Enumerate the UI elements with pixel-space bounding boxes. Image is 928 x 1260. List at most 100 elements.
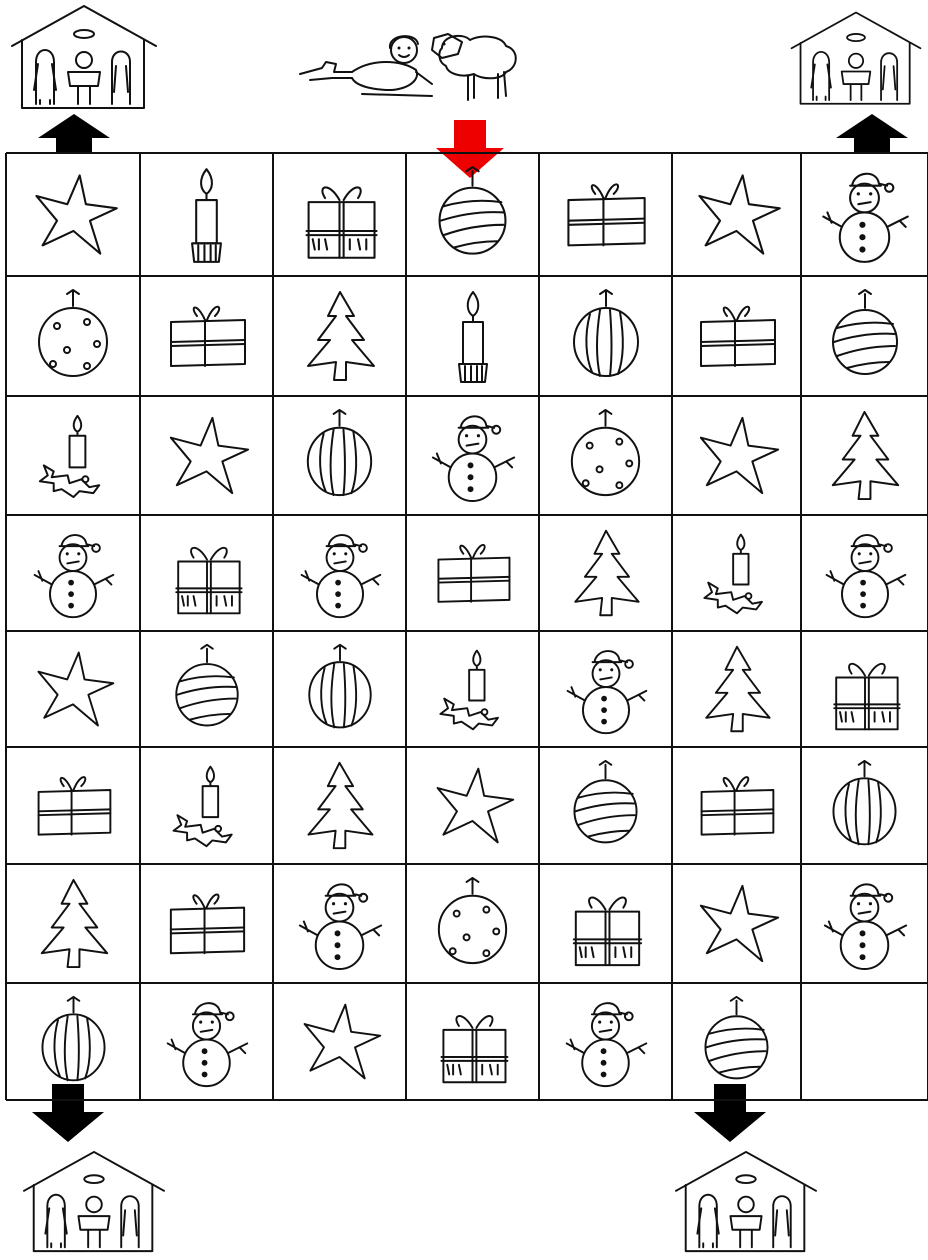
board-cell	[801, 631, 928, 747]
star-icon	[25, 641, 121, 737]
top-left-arrow	[38, 114, 110, 154]
board-cell	[6, 515, 140, 631]
gift-tall-icon	[556, 874, 655, 973]
snowman-icon	[558, 641, 654, 737]
board-cell	[406, 396, 539, 515]
stable-bottom-right	[670, 1150, 822, 1255]
board-cell	[140, 864, 273, 983]
board-cell	[672, 983, 801, 1100]
board-cell	[273, 983, 406, 1100]
star-icon	[291, 993, 388, 1090]
board-cell	[406, 153, 539, 276]
board-cell	[801, 515, 928, 631]
board-cell	[539, 153, 672, 276]
candle-holly-icon	[425, 641, 521, 737]
arrow-up-icon	[38, 114, 110, 154]
board-cell	[406, 747, 539, 864]
board-cell	[672, 631, 801, 747]
bauble-swirl-icon	[688, 993, 785, 1090]
star-icon	[22, 163, 125, 266]
board-cell	[273, 153, 406, 276]
board-cell	[406, 276, 539, 396]
bauble-stripes-icon	[25, 993, 122, 1090]
candle-holly-icon	[24, 406, 123, 505]
board-cell	[6, 983, 140, 1100]
gift-wide-icon	[157, 286, 257, 386]
board-cell	[6, 747, 140, 864]
snowman-icon	[817, 525, 913, 621]
candle-holly-icon	[158, 757, 255, 854]
board-cell	[539, 983, 672, 1100]
board-cell	[6, 153, 140, 276]
snowman-icon	[25, 525, 121, 621]
top-right-arrow	[836, 114, 908, 154]
board-cell	[672, 747, 801, 864]
board-cell	[140, 631, 273, 747]
board-cell	[801, 153, 928, 276]
board-cell	[140, 515, 273, 631]
tree-icon	[689, 641, 785, 737]
board-cell	[539, 396, 672, 515]
nativity-stable-icon	[670, 1150, 822, 1255]
board-cell	[273, 515, 406, 631]
board-cell	[672, 396, 801, 515]
board-cell	[140, 747, 273, 864]
board-cell	[406, 631, 539, 747]
board-cell	[672, 515, 801, 631]
nativity-stable-icon	[18, 1150, 170, 1255]
snowman-icon	[423, 406, 522, 505]
board-cell	[406, 515, 539, 631]
snowman-icon	[290, 874, 389, 973]
shepherd-and-sheep-icon	[292, 28, 524, 108]
board-cell	[273, 747, 406, 864]
candle-holly-icon	[689, 525, 785, 621]
stable-bottom-left	[18, 1150, 170, 1255]
board-cell	[672, 153, 801, 276]
bauble-dots-icon	[23, 286, 123, 386]
bauble-stripes-icon	[290, 406, 389, 505]
board-cell	[140, 153, 273, 276]
board-cell	[140, 276, 273, 396]
board-cell	[801, 396, 928, 515]
board-cell	[6, 631, 140, 747]
arrow-up-icon	[836, 114, 908, 154]
board-cell	[6, 864, 140, 983]
board-cell	[539, 747, 672, 864]
bauble-stripes-icon	[556, 286, 656, 386]
game-board	[6, 153, 928, 1100]
star-icon	[424, 757, 521, 854]
board-cell	[406, 864, 539, 983]
bauble-swirl-icon	[557, 757, 654, 854]
board-cell	[801, 747, 928, 864]
board-cell	[539, 631, 672, 747]
board-cell	[539, 864, 672, 983]
board-cell	[6, 276, 140, 396]
board-cell	[539, 276, 672, 396]
tree-icon	[558, 525, 654, 621]
gift-wide-icon	[25, 757, 122, 854]
gift-wide-icon	[425, 525, 521, 621]
board-cell	[273, 276, 406, 396]
board-cell	[801, 864, 928, 983]
snowman-icon	[815, 874, 914, 973]
bauble-swirl-icon	[159, 641, 255, 737]
star-icon	[685, 163, 788, 266]
bauble-stripes-icon	[292, 641, 388, 737]
gift-wide-icon	[687, 286, 787, 386]
bauble-swirl-icon	[815, 286, 915, 386]
tree-icon	[290, 286, 390, 386]
tree-icon	[291, 757, 388, 854]
star-icon	[157, 406, 256, 505]
candle-icon	[155, 163, 258, 266]
stable-top-right	[788, 6, 924, 112]
gift-wide-icon	[554, 163, 657, 266]
board-cell	[140, 396, 273, 515]
board-cell	[406, 983, 539, 1100]
stable-top-left	[8, 4, 160, 112]
shepherd-scene	[292, 28, 524, 108]
bauble-dots-icon	[556, 406, 655, 505]
board-cell	[672, 864, 801, 983]
gift-tall-icon	[424, 993, 521, 1090]
gift-wide-icon	[688, 757, 785, 854]
snowman-icon	[557, 993, 654, 1090]
